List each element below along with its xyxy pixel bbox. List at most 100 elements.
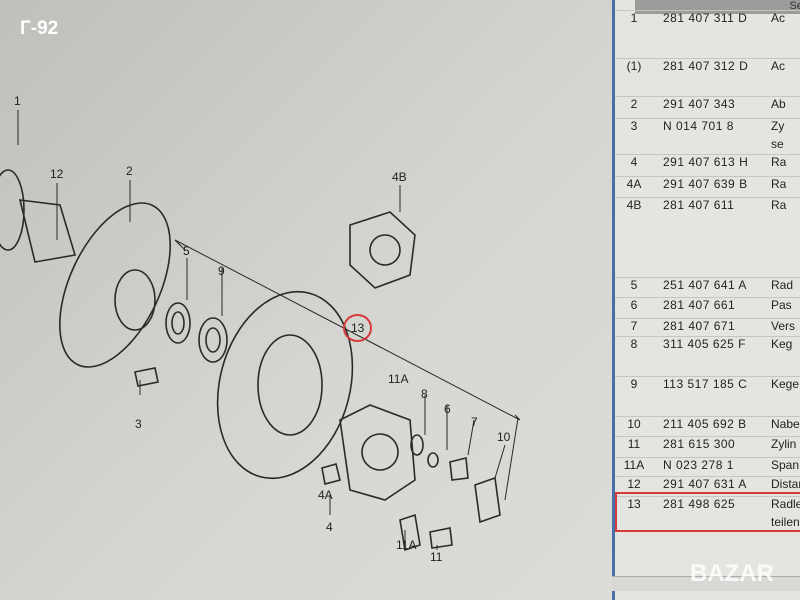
watermark-logo: BAZAR <box>690 560 774 587</box>
row-description: Nabe <box>771 417 800 431</box>
header-label: Se <box>789 0 800 12</box>
row-position: 7 <box>630 319 638 333</box>
row-description: Ac <box>771 11 786 25</box>
row-description: Distar <box>771 477 800 491</box>
row-position: 11 <box>627 437 641 451</box>
bearing-9 <box>198 317 228 363</box>
table-row[interactable]: 4A 291 407 639 B Ra <box>615 176 800 197</box>
table-row[interactable]: 3 N 014 701 8 Zy se <box>615 118 800 151</box>
row-part-number: 281 498 625 <box>663 497 736 511</box>
selected-row-highlight <box>615 492 800 532</box>
bolt-11a <box>399 513 421 552</box>
row-position: 11A <box>623 458 645 472</box>
callout-4a: 4A <box>318 488 333 502</box>
axle-flange <box>0 169 25 251</box>
bearing-8 <box>410 434 424 456</box>
callout-1: 1 <box>14 94 21 108</box>
row-position: 3 <box>630 119 638 133</box>
callout-11a: 11A <box>388 372 409 386</box>
callout-11: 11 <box>430 550 443 564</box>
callout-9: 9 <box>218 264 225 278</box>
bolt-4a <box>321 463 341 485</box>
row-part-number: 281 407 611 <box>663 198 735 212</box>
table-row[interactable]: (1) 281 407 312 D Ac <box>615 58 800 79</box>
row-part-number: 281 407 312 D <box>663 59 749 73</box>
row-part-number: N 023 278 1 <box>663 458 734 472</box>
callout-3: 3 <box>135 417 142 431</box>
axle-stub <box>18 199 77 263</box>
brake-disc <box>216 290 354 480</box>
row-part-number: 291 407 343 <box>663 97 736 111</box>
row-description: Zy <box>771 119 785 133</box>
table-row[interactable]: 5 251 407 641 A Rad <box>615 277 800 298</box>
row-description-cont: teilen <box>771 515 800 529</box>
row-position: 1 <box>630 11 638 25</box>
table-row[interactable]: 8 311 405 625 F Keg <box>615 336 800 357</box>
row-part-number: 291 407 613 H <box>663 155 749 169</box>
listing-code: Г-92 <box>20 18 59 39</box>
row-part-number: 311 405 625 F <box>663 337 747 351</box>
row-part-number: 291 407 631 A <box>663 477 747 491</box>
row-part-number: N 014 701 8 <box>663 119 734 133</box>
row-description: Ra <box>771 155 787 169</box>
row-description: Ra <box>771 177 787 191</box>
row-position: 12 <box>627 477 641 491</box>
row-part-number: 211 405 692 B <box>663 417 747 431</box>
hub-4b <box>349 211 416 289</box>
table-row[interactable]: 13 281 498 625 Radle teilen <box>615 496 800 529</box>
row-description: Rad <box>771 278 794 292</box>
row-position: 4B <box>626 198 642 212</box>
bolt-11 <box>429 527 453 549</box>
callout-13-highlighted[interactable]: 13 <box>343 314 373 342</box>
table-row[interactable]: 4B 281 407 611 Ra <box>615 197 800 218</box>
exploded-parts-diagram: Г-92 1 12 2 5 9 4B 13 11A 8 6 7 10 3 4A … <box>0 0 612 600</box>
row-part-number: 281 407 671 <box>663 319 736 333</box>
callout-7: 7 <box>471 415 478 429</box>
row-description: Radle <box>771 497 800 511</box>
row-description: Zylin <box>771 437 797 451</box>
washer-6 <box>427 452 439 468</box>
row-description: Kege <box>771 377 800 391</box>
row-description: Ac <box>771 59 786 73</box>
callout-4: 4 <box>326 520 333 534</box>
row-description: Vers <box>771 319 796 333</box>
row-position: 4 <box>630 155 638 169</box>
row-part-number: 281 407 661 <box>663 298 736 312</box>
row-description-cont: se <box>771 137 784 151</box>
row-part-number: 281 615 300 <box>663 437 736 451</box>
horizontal-scrollbar[interactable] <box>612 576 800 591</box>
bearing-5 <box>165 302 191 344</box>
cap-10 <box>474 476 501 524</box>
row-description: Keg <box>771 337 793 351</box>
row-position: 2 <box>630 97 638 111</box>
callout-5: 5 <box>183 244 190 258</box>
hub-4 <box>339 404 416 501</box>
table-row[interactable]: 12 291 407 631 A Distar <box>615 476 800 497</box>
table-row[interactable]: 11 281 615 300 Zylin <box>615 436 800 457</box>
row-part-number: 291 407 639 B <box>663 177 748 191</box>
nut-7 <box>449 456 469 481</box>
row-position: (1) <box>626 59 642 73</box>
row-description: Ra <box>771 198 787 212</box>
table-row[interactable]: 4 291 407 613 H Ra <box>615 154 800 175</box>
backing-plate <box>59 202 171 368</box>
row-part-number: 113 517 185 C <box>663 377 748 391</box>
row-position: 9 <box>630 377 638 391</box>
row-part-number: 251 407 641 A <box>663 278 747 292</box>
row-position: 13 <box>627 497 641 511</box>
row-description: Pas <box>771 298 792 312</box>
callout-6: 6 <box>444 402 451 416</box>
row-position: 8 <box>630 337 638 351</box>
diagram-drawing <box>0 110 521 552</box>
callout-10: 10 <box>497 430 511 444</box>
table-row[interactable]: 9 113 517 185 C Kege <box>615 376 800 397</box>
row-position: 4A <box>626 177 642 191</box>
table-row[interactable]: 7 281 407 671 Vers <box>615 318 800 339</box>
row-position: 5 <box>630 278 638 292</box>
